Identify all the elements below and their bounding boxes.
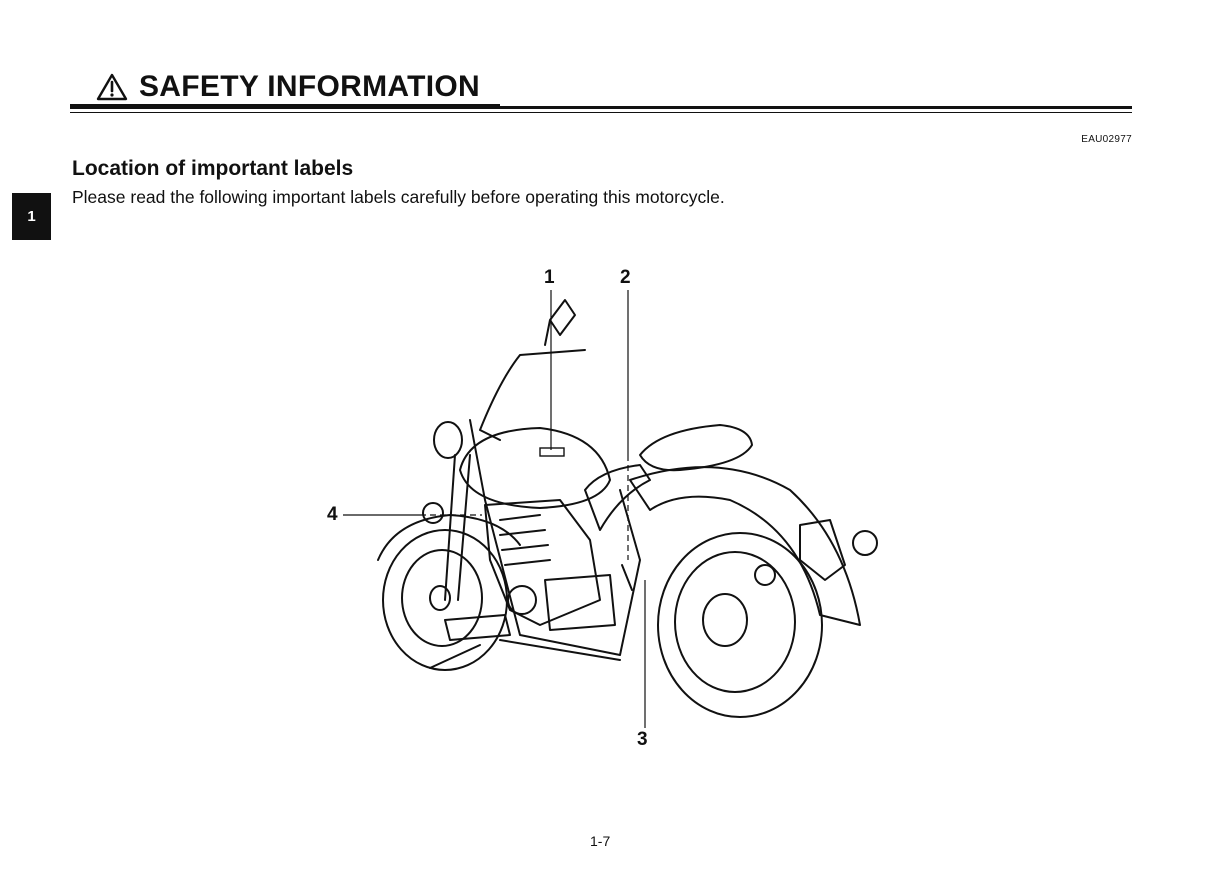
- front-signal: [423, 503, 443, 523]
- callout-2: 2: [620, 267, 631, 289]
- engine-cover: [508, 586, 536, 614]
- rear-fender: [630, 467, 860, 625]
- front-hub: [430, 586, 450, 610]
- rear-hub: [703, 594, 747, 646]
- engine-fins: [500, 515, 550, 565]
- callout-1: 1: [544, 267, 555, 289]
- exhaust-tip: [430, 645, 480, 668]
- mirror: [545, 300, 575, 345]
- transmission: [545, 575, 615, 630]
- front-fork: [445, 455, 470, 600]
- rear-signal: [755, 565, 775, 585]
- rear-shock: [622, 565, 632, 590]
- callout-3: 3: [637, 729, 648, 751]
- rear-tire: [658, 533, 822, 717]
- handlebar: [480, 350, 585, 440]
- seat: [640, 425, 752, 470]
- rear-rim: [675, 552, 795, 692]
- front-rim: [402, 550, 482, 646]
- callout-4: 4: [327, 504, 338, 526]
- rear-seat-base: [585, 465, 650, 530]
- turn-signal: [853, 531, 877, 555]
- label-marker: [540, 448, 564, 456]
- headlight: [434, 422, 462, 458]
- page-number: 1-7: [590, 833, 610, 849]
